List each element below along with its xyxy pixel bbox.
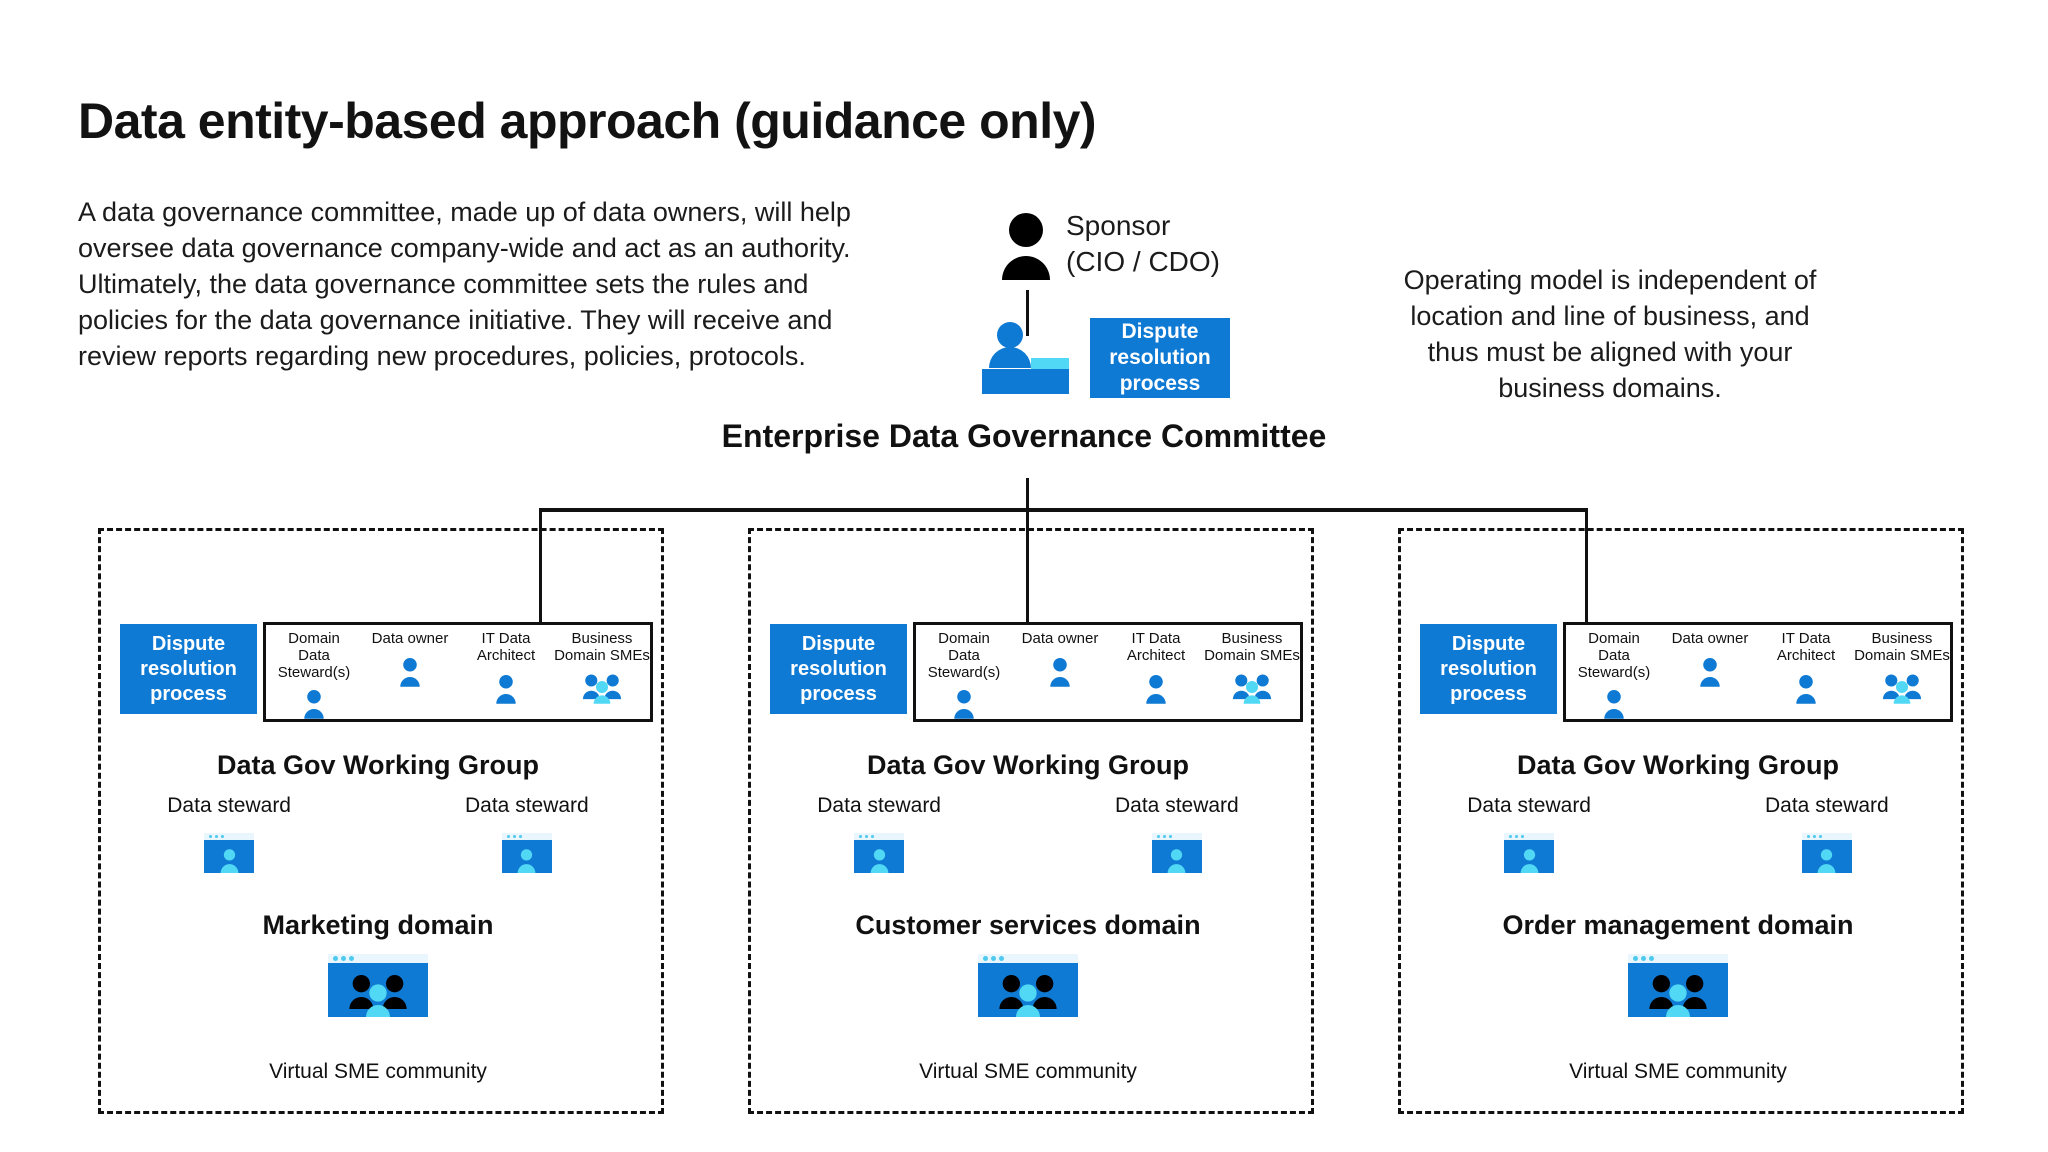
- steward-label: Data steward: [817, 794, 941, 817]
- sponsor-block: Sponsor (CIO / CDO): [1000, 208, 1220, 285]
- steward-row-0: Data steward Data steward: [98, 794, 658, 873]
- roles-box-1: Domain Data Steward(s) Data owner IT Dat…: [913, 622, 1303, 722]
- tree-horizontal-bar: [540, 508, 1588, 512]
- people-group-icon: [582, 668, 622, 704]
- steward-1: Data steward: [1765, 794, 1889, 873]
- dispute-resolution-box-2: Dispute resolution process: [1420, 624, 1557, 714]
- working-group-title-2: Data Gov Working Group: [1516, 750, 1840, 780]
- person-icon: [953, 685, 975, 719]
- people-group-icon: [1882, 668, 1922, 704]
- people-group-icon: [1232, 668, 1272, 704]
- steward-1: Data steward: [465, 794, 589, 873]
- role-label: Data owner: [1021, 630, 1099, 647]
- dispute-resolution-box-committee: Dispute resolution process: [1090, 318, 1230, 398]
- role-3: Business Domain SMEs: [554, 625, 650, 719]
- role-label: IT Data Architect: [1126, 630, 1186, 664]
- person-icon: [399, 651, 421, 687]
- role-1: Data owner: [1662, 625, 1758, 719]
- working-group-title-0: Data Gov Working Group: [216, 750, 540, 780]
- person-icon: [1000, 208, 1052, 285]
- community-caption-1: Virtual SME community: [919, 1060, 1137, 1083]
- person-at-desk-icon: [978, 322, 1083, 394]
- dispute-resolution-box-1: Dispute resolution process: [770, 624, 907, 714]
- steward-label: Data steward: [465, 794, 589, 817]
- domain-panel-customer-services: [748, 528, 1314, 1114]
- window-person-icon: [1801, 833, 1852, 873]
- role-3: Business Domain SMEs: [1854, 625, 1950, 719]
- domain-panel-order-management: [1398, 528, 1964, 1114]
- window-person-icon: [501, 833, 552, 873]
- person-icon: [1603, 685, 1625, 719]
- domain-title-1: Customer services domain: [855, 910, 1201, 940]
- community-caption-2: Virtual SME community: [1569, 1060, 1787, 1083]
- window-people-icon-1: [748, 954, 1308, 1017]
- person-icon: [1145, 668, 1167, 704]
- person-icon: [1699, 651, 1721, 687]
- role-label: Data owner: [1671, 630, 1749, 647]
- roles-box-2: Domain Data Steward(s) Data owner IT Dat…: [1563, 622, 1953, 722]
- window-people-icon-0: [98, 954, 658, 1017]
- steward-0: Data steward: [817, 794, 941, 873]
- person-icon: [1795, 668, 1817, 704]
- role-2: IT Data Architect: [1108, 625, 1204, 719]
- role-label: Domain Data Steward(s): [277, 630, 351, 681]
- role-label: Domain Data Steward(s): [1577, 630, 1651, 681]
- window-person-icon: [1151, 833, 1202, 873]
- person-icon: [303, 685, 325, 719]
- working-group-title-1: Data Gov Working Group: [866, 750, 1190, 780]
- window-people-icon-2: [1398, 954, 1958, 1017]
- intro-paragraph: A data governance committee, made up of …: [78, 197, 851, 371]
- role-0: Domain Data Steward(s): [916, 625, 1012, 719]
- tree-drop-line-middle: [1026, 508, 1029, 626]
- window-person-icon: [1504, 833, 1555, 873]
- steward-label: Data steward: [1765, 794, 1889, 817]
- steward-0: Data steward: [1467, 794, 1591, 873]
- role-label: IT Data Architect: [476, 630, 536, 664]
- domain-panel-marketing: [98, 528, 664, 1114]
- steward-0: Data steward: [167, 794, 291, 873]
- community-caption-0: Virtual SME community: [269, 1060, 487, 1083]
- tree-drop-line-right: [1585, 508, 1588, 626]
- role-1: Data owner: [1012, 625, 1108, 719]
- domain-title-2: Order management domain: [1502, 910, 1854, 940]
- role-label: Domain Data Steward(s): [927, 630, 1001, 681]
- domain-title-0: Marketing domain: [262, 910, 494, 940]
- page-title: Data entity-based approach (guidance onl…: [78, 93, 1097, 149]
- person-icon: [1049, 651, 1071, 687]
- role-label: Data owner: [371, 630, 449, 647]
- role-label: IT Data Architect: [1776, 630, 1836, 664]
- committee-title: Enterprise Data Governance Committee: [721, 418, 1327, 454]
- steward-label: Data steward: [1115, 794, 1239, 817]
- role-2: IT Data Architect: [458, 625, 554, 719]
- role-0: Domain Data Steward(s): [266, 625, 362, 719]
- steward-row-2: Data steward Data steward: [1398, 794, 1958, 873]
- role-label: Business Domain SMEs: [1854, 630, 1950, 664]
- window-person-icon: [854, 833, 905, 873]
- steward-label: Data steward: [167, 794, 291, 817]
- steward-row-1: Data steward Data steward: [748, 794, 1308, 873]
- role-0: Domain Data Steward(s): [1566, 625, 1662, 719]
- steward-label: Data steward: [1467, 794, 1591, 817]
- tree-stem-line: [1026, 478, 1029, 510]
- window-person-icon: [204, 833, 255, 873]
- dispute-resolution-box-0: Dispute resolution process: [120, 624, 257, 714]
- role-2: IT Data Architect: [1758, 625, 1854, 719]
- roles-box-0: Domain Data Steward(s) Data owner IT Dat…: [263, 622, 653, 722]
- person-icon: [495, 668, 517, 704]
- tree-drop-line-left: [539, 508, 542, 626]
- sponsor-connector-line: [1026, 290, 1029, 336]
- role-label: Business Domain SMEs: [554, 630, 650, 664]
- sponsor-label: Sponsor (CIO / CDO): [1066, 210, 1220, 277]
- steward-1: Data steward: [1115, 794, 1239, 873]
- role-label: Business Domain SMEs: [1204, 630, 1300, 664]
- role-1: Data owner: [362, 625, 458, 719]
- role-3: Business Domain SMEs: [1204, 625, 1300, 719]
- operating-model-note: Operating model is independent of locati…: [1403, 265, 1817, 403]
